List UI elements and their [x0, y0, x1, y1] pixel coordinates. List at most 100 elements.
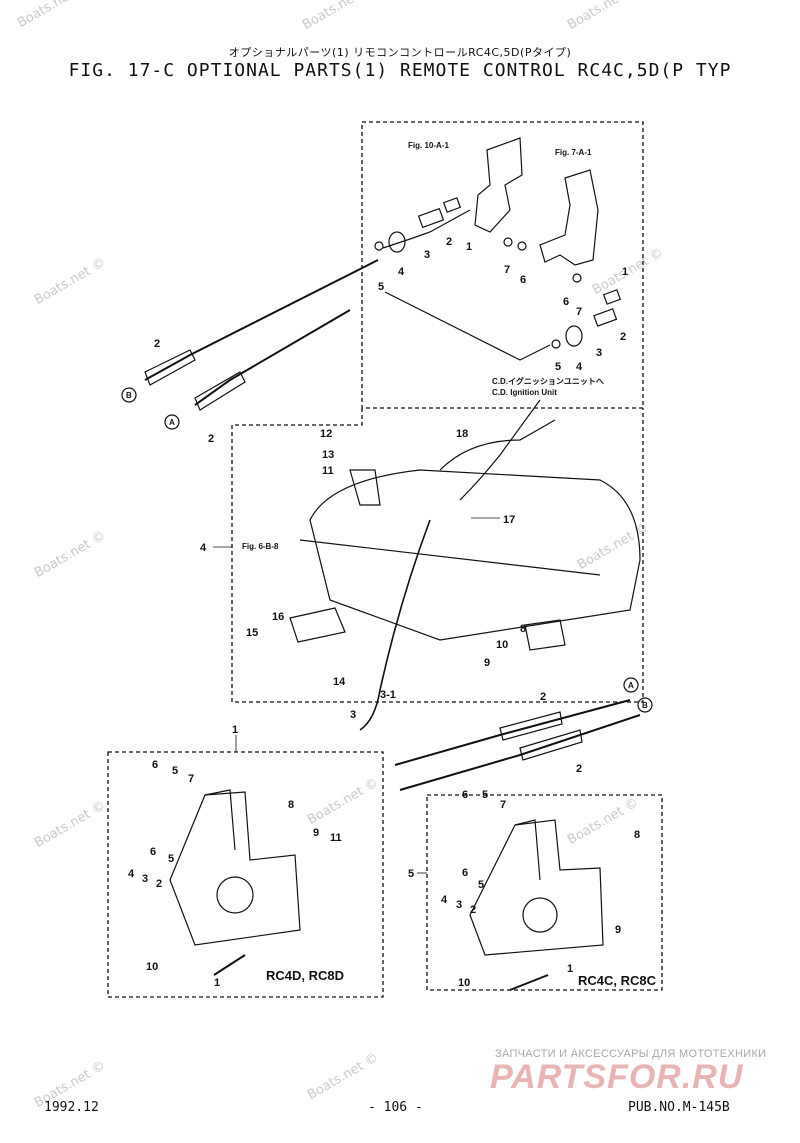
lever-right [514, 819, 541, 881]
cable-a-lower-sleeve [499, 711, 563, 741]
part-number: 10 [146, 961, 158, 973]
cable-b-lower-sleeve [519, 729, 583, 761]
joint-2r [602, 289, 622, 305]
part-number: 3 [142, 873, 148, 885]
remote-control-box-left [169, 791, 301, 946]
brand-tagline: ЗАПЧАСТИ И АКСЕССУАРЫ ДЛЯ МОТОТЕХНИКИ [495, 1048, 767, 1060]
part-number: 2 [470, 904, 476, 916]
bracket-fig7 [539, 169, 599, 266]
ignition-wire [439, 419, 556, 471]
footer-pub-number: PUB.NO.M-145B [628, 1100, 730, 1115]
footer-page-number: - 106 - [368, 1100, 423, 1115]
part-number: 4 [441, 894, 448, 906]
model-label-left: RC4D, RC8D [266, 968, 344, 983]
bracket-14 [289, 607, 346, 643]
circle-b-label: B [126, 391, 132, 400]
part-number: 10 [496, 639, 508, 651]
part-number: 6 [462, 867, 468, 879]
part-number: 5 [378, 281, 384, 293]
cable-a-sleeve [194, 371, 246, 411]
circle-a-label: A [628, 681, 634, 690]
part-number: 16 [272, 611, 284, 623]
joint-3 [417, 207, 445, 229]
clamp-8 [524, 619, 566, 651]
part-number: 6 [563, 296, 569, 308]
hub-right [522, 897, 558, 933]
part-number: 4 [200, 542, 207, 554]
cable-a-upper [194, 309, 351, 406]
part-number: 6 [150, 846, 156, 858]
hub-left [216, 876, 254, 914]
circle-b-lower [637, 697, 653, 713]
part-number: 9 [484, 657, 490, 669]
part-number: 2 [540, 691, 546, 703]
circle-a-upper [164, 414, 180, 430]
part-number: 14 [333, 676, 346, 688]
main-harness [359, 519, 431, 731]
part-number: 15 [246, 627, 258, 639]
nut-7 [503, 237, 513, 247]
part-number: 2 [576, 763, 582, 775]
part-number: 3 [456, 899, 462, 911]
nut-6 [517, 241, 527, 251]
washer-5r [551, 339, 561, 349]
part-number: 5 [478, 879, 484, 891]
upper-dashed-frame [361, 121, 644, 409]
part-number: 9 [313, 827, 319, 839]
joint-3r [593, 308, 618, 327]
brand-logo: PARTSFOR.RU [490, 1058, 744, 1096]
cable-a-lower [394, 699, 631, 766]
part-number: 3 [596, 347, 602, 359]
part-number: 3 [424, 249, 430, 261]
part-number: 4 [128, 868, 135, 880]
cable-b-sleeve [144, 349, 196, 386]
nut-6r [572, 273, 582, 283]
spring-4r [565, 325, 583, 347]
cowl-line [299, 539, 601, 576]
part-number: 1 [567, 963, 573, 975]
ref-fig-7-a-1: Fig. 7-A-1 [555, 148, 592, 157]
part-number: 2 [208, 433, 214, 445]
part-number: 8 [288, 799, 294, 811]
part-number: 8 [634, 829, 640, 841]
part-number: 1 [622, 266, 628, 278]
part-number: 5 [555, 361, 561, 373]
circle-b-label: B [642, 701, 648, 710]
washer-5 [374, 241, 384, 251]
bracket-11 [349, 469, 381, 506]
right-box-frame [426, 794, 663, 991]
middle-dashed-frame [231, 408, 644, 703]
leader-5 [384, 291, 551, 361]
ref-fig-6-b-8: Fig. 6-B-8 [242, 542, 279, 551]
ref-fig-10-a-1: Fig. 10-A-1 [408, 141, 449, 150]
left-box-frame [107, 751, 384, 998]
engine-bottom-cowl [309, 469, 641, 641]
part-number: 2 [446, 236, 452, 248]
part-number: 6 [520, 274, 526, 286]
bolt-right [509, 974, 549, 991]
part-number: 8 [520, 623, 526, 635]
part-number: 6 [462, 789, 468, 801]
part-number: 2 [154, 338, 160, 350]
part-number: 5 [168, 853, 174, 865]
cable-b-lower [399, 714, 641, 791]
joint-2 [442, 197, 462, 213]
part-number: 4 [398, 266, 405, 278]
bracket-fig10 [474, 137, 523, 233]
bolt-left [213, 954, 246, 976]
part-number: 7 [500, 799, 506, 811]
part-number: 1 [466, 241, 472, 253]
circle-a-lower [623, 677, 639, 693]
part-number: 9 [615, 924, 621, 936]
part-number: 1 [232, 724, 238, 736]
part-number: 5 [172, 765, 178, 777]
part-number: 10 [458, 977, 470, 989]
part-number: 18 [456, 428, 468, 440]
part-number: 7 [576, 306, 582, 318]
part-number: 17 [503, 514, 515, 526]
remote-control-box-right [469, 819, 604, 956]
circle-a-label: A [169, 418, 175, 427]
part-number: 7 [504, 264, 510, 276]
page-title: FIG. 17-C OPTIONAL PARTS(1) REMOTE CONTR… [68, 60, 732, 81]
ignition-wire-2 [459, 399, 541, 501]
